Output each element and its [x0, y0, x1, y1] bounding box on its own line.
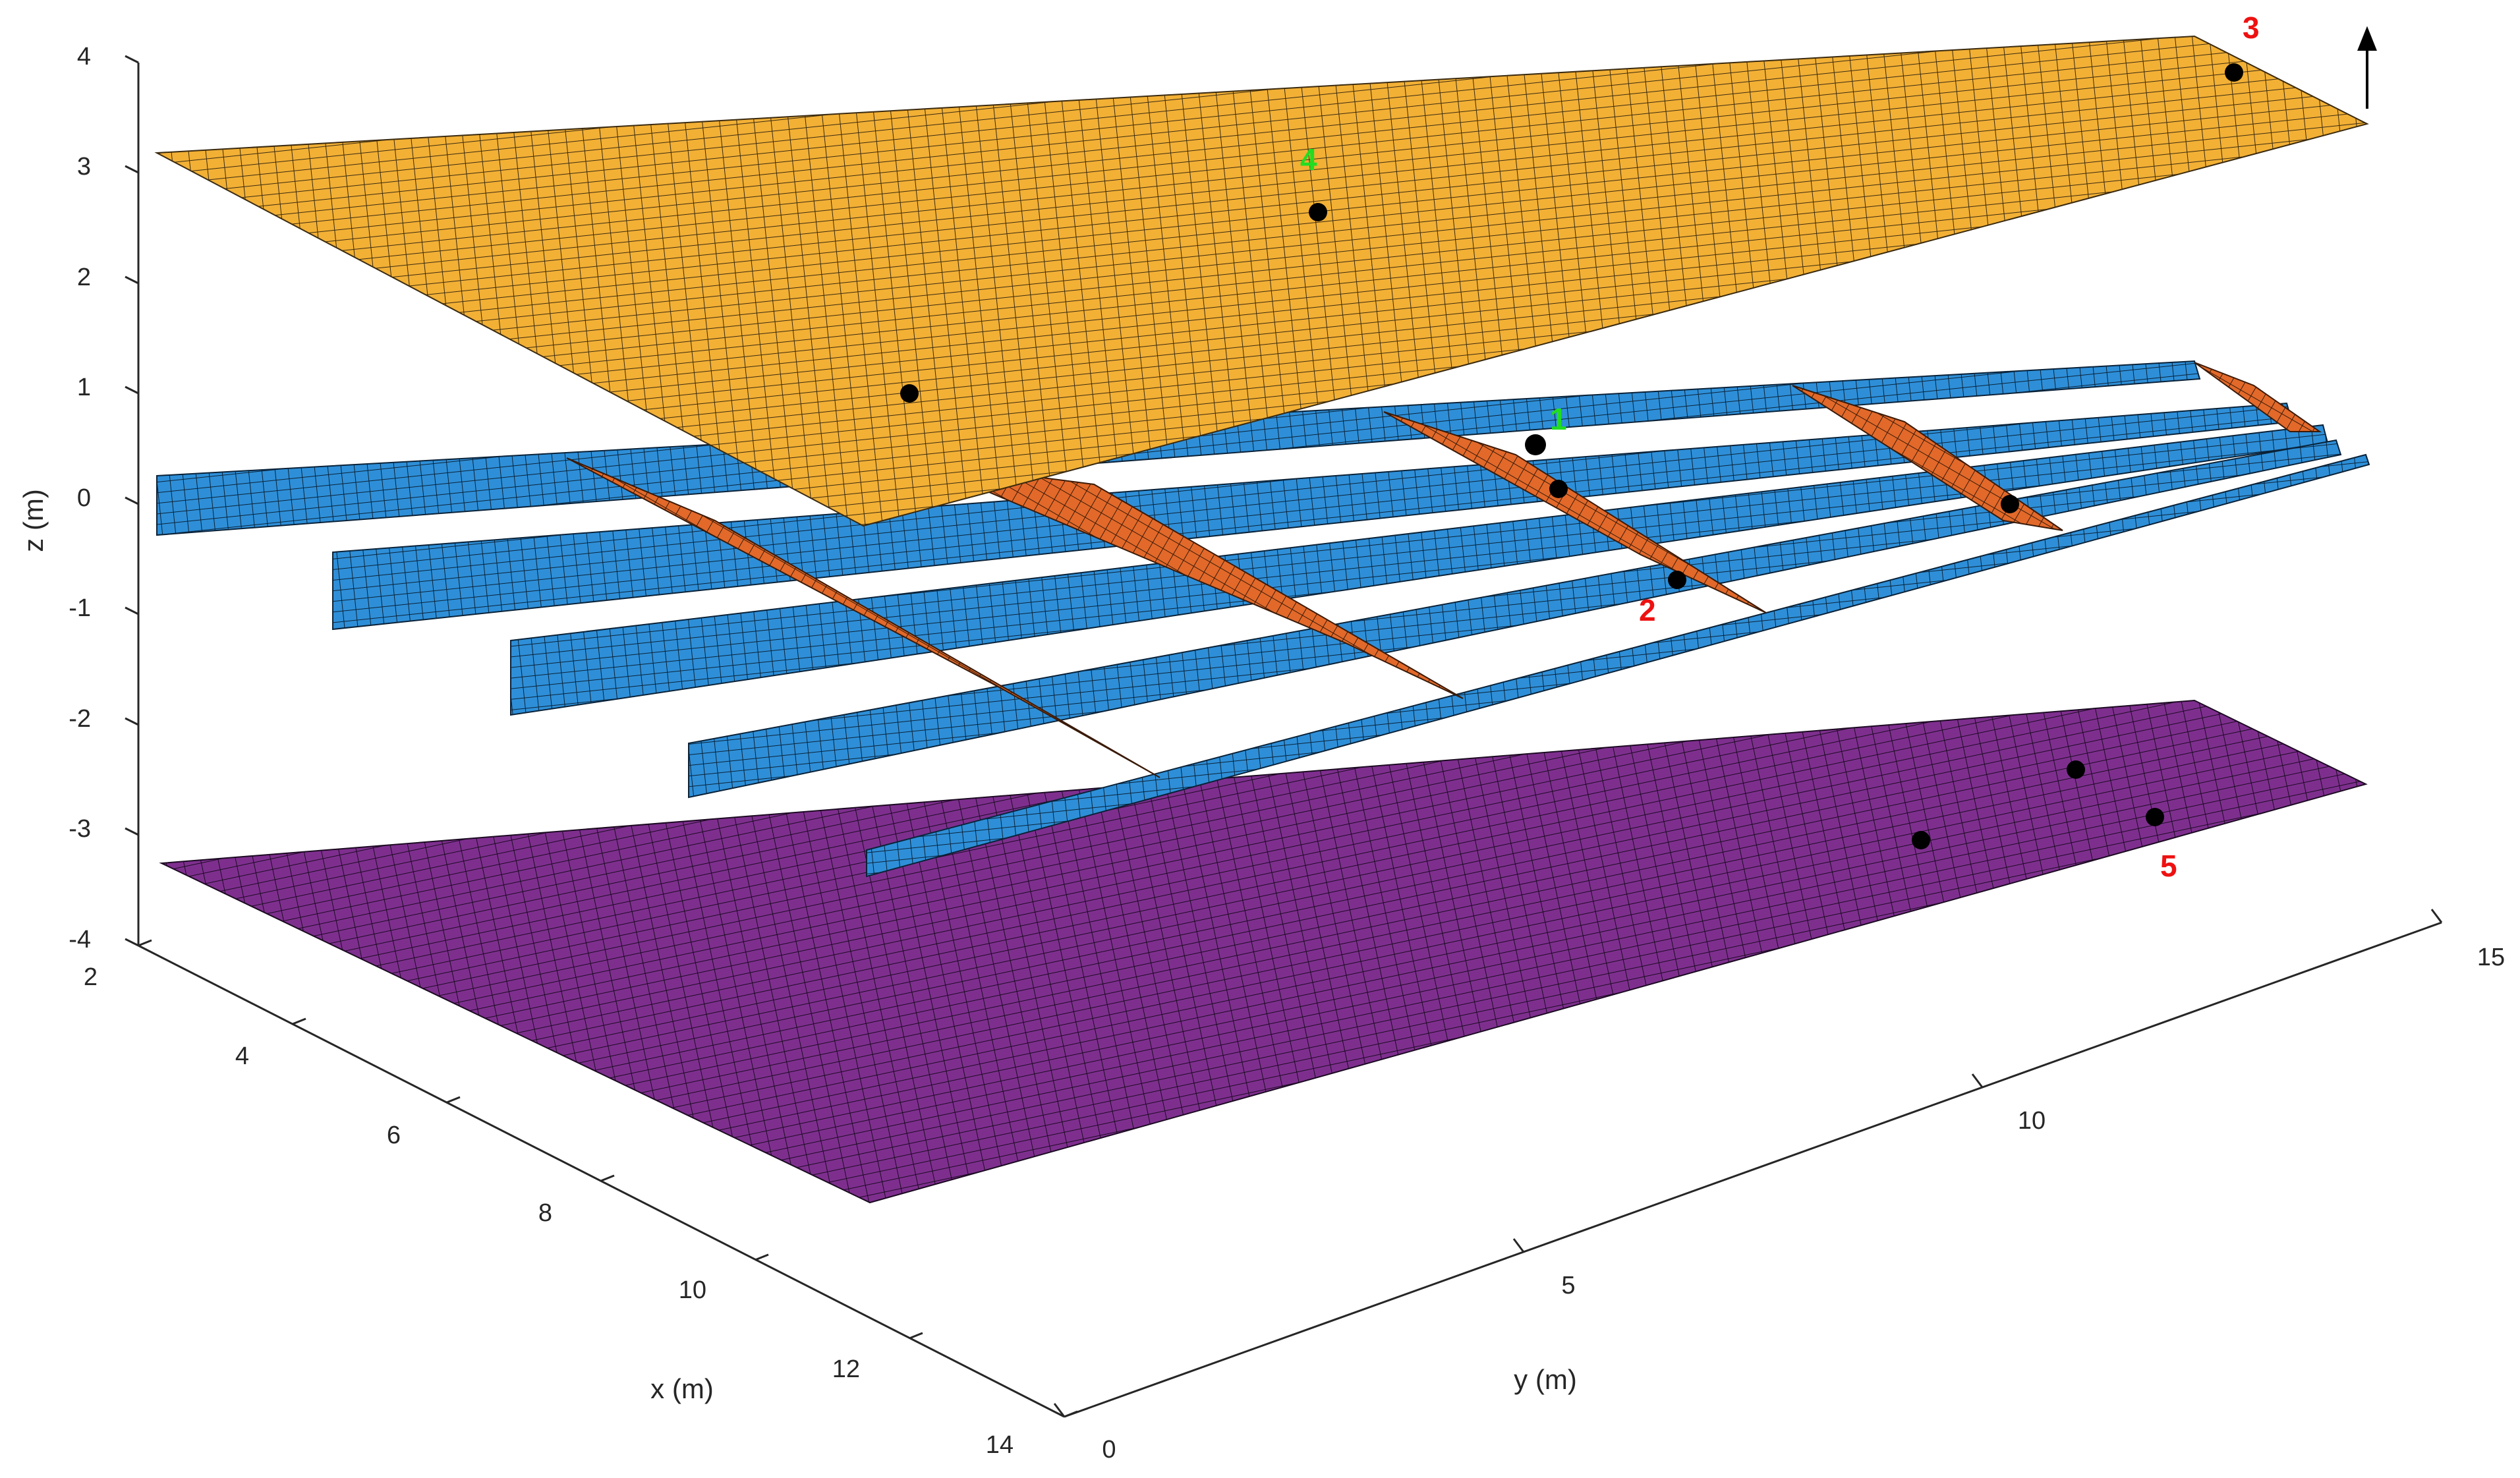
spars: [156, 360, 2370, 878]
marker-label-1: 1: [1550, 402, 1567, 436]
point-4-dot: [1309, 203, 1327, 221]
marker-label-3: 3: [2243, 11, 2260, 45]
x-tick-label: 14: [986, 1431, 1014, 1459]
point-markers: [900, 63, 2243, 849]
z-tick-label: 1: [77, 374, 91, 401]
z-tick-label: -2: [69, 705, 91, 733]
z-axis-ticks: 4 3 2 1 0 -1 -2 -3 -4: [69, 43, 139, 953]
y-tick-label: 0: [1102, 1436, 1116, 1464]
point-1-dot: [1525, 434, 1546, 455]
rib-4: [1792, 385, 2063, 531]
arrow-head: [2357, 26, 2377, 51]
x-axis-label: x (m): [650, 1373, 714, 1404]
z-tick-label: 2: [77, 264, 91, 291]
ribs: [566, 362, 2322, 778]
z-tick-label: 4: [77, 43, 91, 71]
z-tick-label: 0: [77, 484, 91, 512]
marker-label-5: 5: [2160, 849, 2177, 883]
point-5a-dot: [1912, 831, 1930, 849]
point-5c-dot: [2146, 808, 2164, 826]
x-tick-label: 10: [679, 1276, 706, 1304]
point-2-dot: [1668, 571, 1686, 589]
y-tick-label: 15: [2477, 944, 2505, 971]
rib-3: [1383, 411, 1767, 613]
rib-1: [566, 457, 1160, 778]
x-axis-ticks: 2 4 6 8 10 12 14: [84, 939, 1078, 1459]
marker-labels: 1 2 3 4 5: [1300, 11, 2260, 883]
point-1b-dot: [1549, 480, 1568, 498]
z-tick-label: -1: [69, 594, 91, 622]
z-axis-label: z (m): [18, 489, 49, 552]
spar-5: [866, 453, 2370, 878]
marker-label-2: 2: [1639, 593, 1656, 627]
z-tick-label: -3: [69, 815, 91, 843]
spar-4: [688, 439, 2342, 799]
y-tick-label: 10: [2018, 1107, 2046, 1135]
spar-1: [156, 360, 2201, 536]
point-extra-dot: [2001, 495, 2019, 513]
point-3-dot: [2225, 63, 2243, 82]
y-tick-label: 5: [1561, 1272, 1575, 1299]
z-tick-label: 3: [77, 153, 91, 181]
rib-5: [2194, 362, 2322, 432]
y-axis-label: y (m): [1514, 1364, 1577, 1395]
x-tick-label: 4: [235, 1042, 249, 1070]
load-arrow: [2357, 26, 2377, 109]
x-tick-label: 12: [832, 1355, 860, 1383]
lower-skin-surface: [159, 699, 2368, 1204]
x-tick-label: 8: [538, 1199, 552, 1227]
point-4b-dot: [900, 384, 919, 403]
y-axis-line: [1064, 921, 2442, 1418]
x-tick-label: 6: [387, 1122, 401, 1149]
z-tick-label: -4: [69, 926, 91, 953]
upper-skin-surface: [154, 35, 2369, 527]
y-axis-ticks: 0 5 10 15: [1053, 909, 2505, 1464]
x-tick-label: 2: [84, 963, 98, 991]
point-5b-dot: [2067, 760, 2085, 779]
marker-label-4: 4: [1300, 142, 1317, 177]
